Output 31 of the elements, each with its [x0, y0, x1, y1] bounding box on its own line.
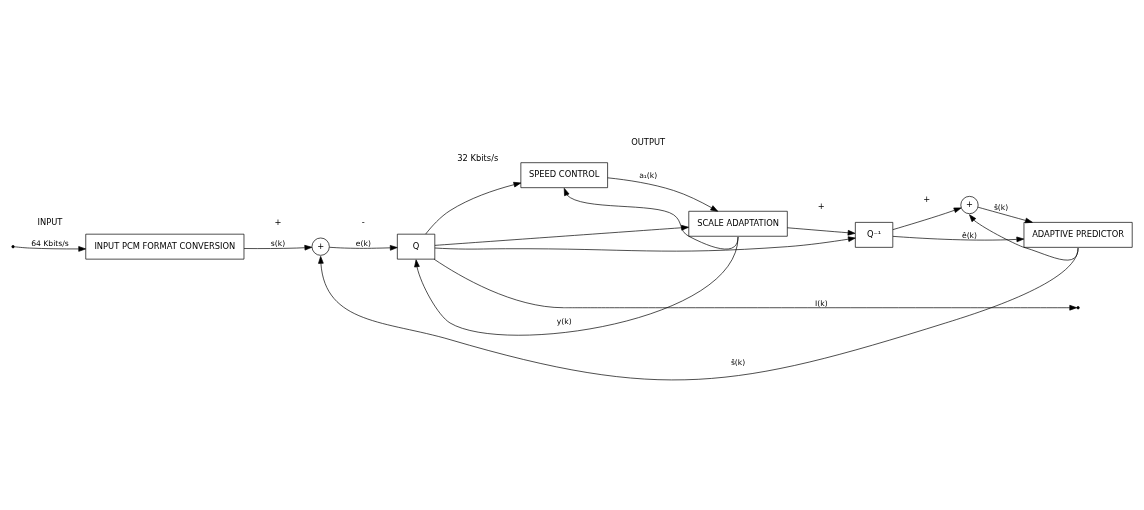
arrow: [787, 226, 856, 236]
arrow: [433, 258, 1078, 310]
label: +: [923, 193, 931, 204]
arrow: [434, 235, 856, 251]
arrow: [607, 176, 719, 212]
node-circle: +: [960, 195, 979, 214]
node-circle: +: [311, 237, 330, 256]
label: INPUT: [37, 216, 63, 227]
arrow: [892, 235, 1025, 242]
label: +: [274, 216, 282, 227]
node-box: SCALE ADAPTATION: [688, 210, 788, 237]
arrow: [892, 207, 962, 230]
arrow: [425, 181, 522, 234]
arrow: [14, 245, 86, 252]
label: 32 Kbits/s: [457, 152, 499, 163]
arrow: [434, 224, 689, 246]
arrow: [329, 244, 398, 251]
arrow: [969, 213, 1079, 260]
arrow: [243, 244, 313, 250]
label: OUTPUT: [631, 136, 666, 147]
label: -: [361, 216, 365, 227]
node-box: Q⁻¹: [855, 221, 894, 248]
node-box: ADAPTIVE PREDICTOR: [1023, 221, 1133, 248]
arrow: [318, 247, 1079, 380]
arrow: [563, 187, 739, 249]
node-box: INPUT PCM FORMAT CONVERSION: [85, 233, 245, 259]
node-box: SPEED CONTROL: [520, 161, 608, 188]
arrow: [414, 236, 739, 336]
label: +: [817, 200, 825, 211]
node-box: Q: [397, 233, 436, 259]
arrow: [977, 206, 1033, 223]
